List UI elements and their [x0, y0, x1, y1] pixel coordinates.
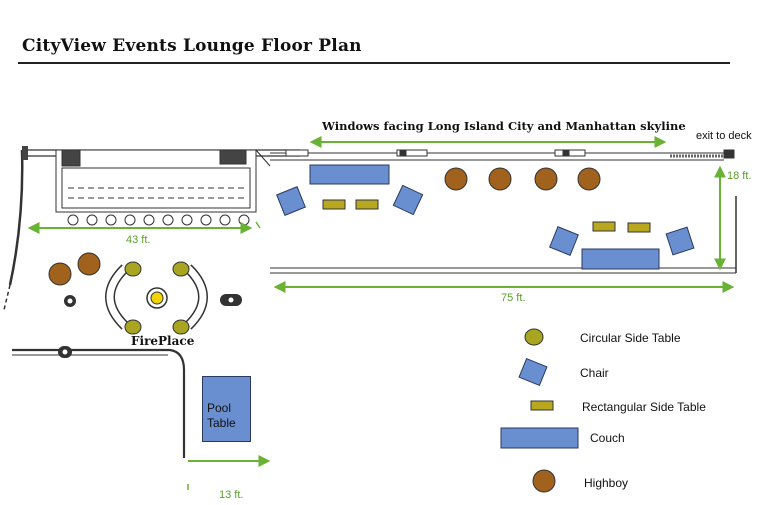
- rectangular-side-table-icon: [530, 400, 554, 411]
- rectangular-side-table: [627, 222, 651, 233]
- legend-label-highboy: Highboy: [584, 476, 629, 490]
- dimension-lines: [27, 136, 735, 490]
- highboy: [534, 167, 558, 191]
- circular-side-table: [172, 261, 190, 277]
- fireplace-seating: [105, 264, 208, 330]
- circular-side-table-icon: [524, 328, 544, 346]
- circular-side-table: [124, 261, 142, 277]
- chair: [665, 226, 695, 256]
- highboy: [488, 167, 512, 191]
- fireplace: [146, 287, 168, 309]
- rectangular-side-table: [322, 199, 346, 210]
- depth-dimension-label: 18 ft.: [727, 170, 752, 182]
- couch-icon: [500, 427, 579, 449]
- chair: [276, 186, 306, 216]
- window-frames: [285, 149, 735, 159]
- pool-table-label: Pool Table: [207, 401, 236, 431]
- pool-table-label-line1: Pool: [207, 401, 232, 415]
- highboy: [444, 167, 468, 191]
- title-underline: [18, 62, 730, 64]
- couch: [309, 164, 390, 185]
- pillar-right: [220, 294, 242, 306]
- highboy: [48, 262, 72, 286]
- circular-side-table: [172, 319, 190, 335]
- chair-icon: [518, 357, 548, 387]
- highboy-icon: [532, 469, 556, 493]
- left-room-dimension-label: 43 ft.: [126, 234, 151, 246]
- rectangular-side-table: [592, 221, 616, 232]
- pillar-pool-room: [58, 346, 72, 358]
- pillar: [64, 295, 76, 307]
- legend-icons: [500, 328, 579, 493]
- rectangular-side-table: [355, 199, 379, 210]
- highboy: [577, 167, 601, 191]
- legend-label-rectangular-side-table: Rectangular Side Table: [582, 400, 706, 414]
- pool-table-label-line2: Table: [207, 416, 236, 430]
- bar-counter: [55, 149, 271, 213]
- circular-side-table: [124, 319, 142, 335]
- main-room-dimension-label: 75 ft.: [501, 292, 526, 304]
- page-title: CityView Events Lounge Floor Plan: [22, 36, 362, 56]
- pool-area-dimension-label: 13 ft.: [219, 489, 244, 501]
- legend-label-chair: Chair: [580, 366, 609, 380]
- highboy: [77, 252, 101, 276]
- legend-label-circular-side-table: Circular Side Table: [580, 331, 681, 345]
- furniture: [48, 164, 695, 335]
- chair: [549, 226, 579, 256]
- couch: [581, 248, 660, 270]
- pool-table: Pool Table: [202, 376, 251, 442]
- exit-to-deck-label: exit to deck: [696, 130, 752, 142]
- fireplace-label: FirePlace: [131, 334, 195, 348]
- legend-label-couch: Couch: [590, 431, 625, 445]
- windows-label: Windows facing Long Island City and Manh…: [322, 119, 686, 133]
- bar-stools: [67, 214, 250, 226]
- chair: [392, 184, 424, 216]
